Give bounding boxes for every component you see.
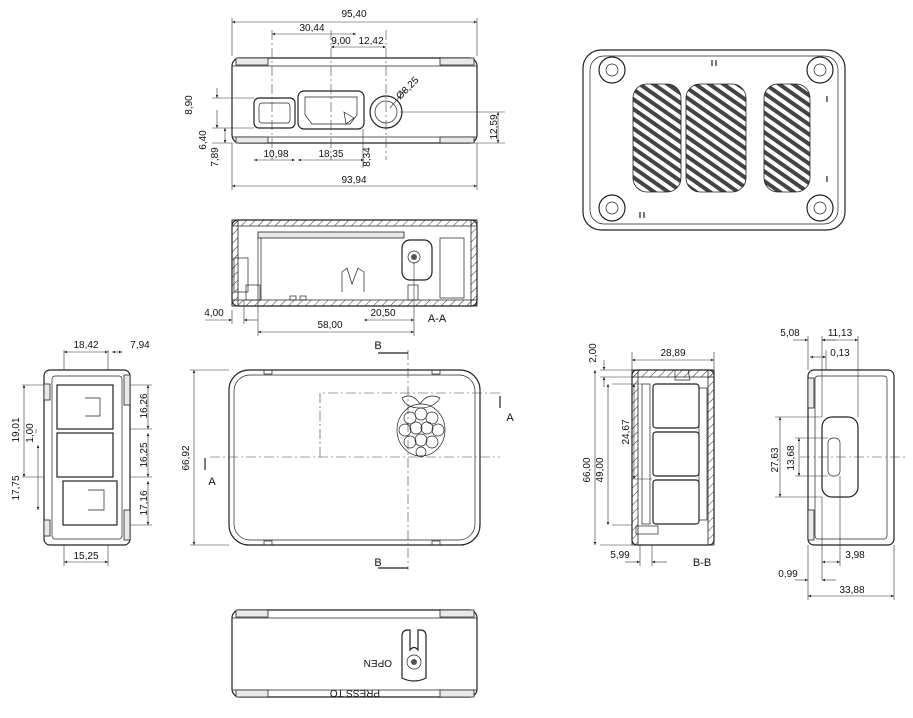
dim-19-01: 19,01: [11, 417, 22, 442]
foot-bottom-right: [806, 194, 834, 222]
bottom-outline: [582, 49, 846, 231]
dim-20-50: 20,50: [370, 308, 395, 319]
dim-27-63: 27,63: [770, 447, 781, 472]
dim-24-67: 24,67: [621, 419, 632, 444]
ethernet-port: [62, 480, 118, 526]
dim-28-89: 28,89: [660, 348, 685, 359]
bottom-view: [582, 49, 846, 231]
dim-66-00: 66,00: [582, 457, 593, 482]
left-outline: [43, 369, 131, 546]
front-outline: [231, 57, 478, 144]
foot-bottom-left: [598, 194, 626, 222]
bb-outline: [631, 369, 715, 546]
dim-4-00: 4,00: [204, 308, 224, 319]
usb-port-top: [56, 384, 114, 430]
dim-49-00: 49,00: [595, 457, 606, 482]
bb-ethernet: [652, 479, 700, 525]
dim-18-35: 18,35: [318, 149, 343, 160]
section-mark-b-bottom: B: [374, 557, 381, 569]
usb-port-middle: [56, 432, 114, 478]
right-side-view: [775, 336, 905, 600]
release-tab: [401, 629, 427, 682]
front-view: [212, 18, 505, 190]
dim-5-99: 5,99: [610, 550, 630, 561]
dim-6-40: 6,40: [198, 130, 209, 150]
bb-usb-middle: [652, 431, 700, 477]
dim-15-25: 15,25: [73, 551, 98, 562]
dim-93-94: 93,94: [341, 175, 366, 186]
section-mark-b-top: B: [374, 340, 381, 352]
dim-12-42: 12,42: [358, 36, 383, 47]
foot-top-right: [806, 56, 834, 84]
bb-usb-top: [652, 383, 700, 429]
micro-usb-port: [253, 97, 296, 129]
section-a-a: [205, 219, 478, 336]
foot-top-left: [598, 56, 626, 84]
section-label-bb: B-B: [693, 557, 711, 569]
left-side-view: [22, 350, 152, 566]
dim-12-59: 12,59: [489, 114, 500, 139]
dim-top-width: 95,40: [341, 9, 366, 20]
dim-17-75: 17,75: [11, 475, 22, 500]
dim-2-00: 2,00: [588, 343, 599, 363]
dim-3-98: 3,98: [845, 550, 865, 561]
vent-grille-right: [763, 83, 811, 193]
rear-outline: [231, 609, 478, 698]
dim-13-68: 13,68: [786, 445, 797, 470]
dim-8-34: 8,34: [362, 147, 373, 167]
section-b-b: [593, 352, 715, 566]
dim-66-92: 66,92: [181, 445, 192, 470]
raspberry-logo: [396, 395, 446, 458]
dim-16-26: 16,26: [139, 393, 150, 418]
section-label-aa: A-A: [428, 313, 447, 325]
dim-1-00: 1,00: [25, 423, 36, 443]
section-mark-a-left: A: [208, 476, 216, 488]
press-to-label: PRESS TO: [330, 687, 380, 698]
dim-0-13: 0,13: [830, 348, 850, 359]
lid-top-view: [190, 350, 501, 570]
dim-10-98: 10,98: [263, 149, 288, 160]
dim-8-90: 8,90: [184, 95, 195, 115]
open-label: OPEN: [364, 657, 392, 668]
vent-grille-left: [632, 83, 682, 193]
right-outline: [807, 369, 895, 546]
dim-5-08: 5,08: [780, 328, 800, 339]
dim-7-89: 7,89: [210, 147, 221, 167]
dim-58-00: 58,00: [317, 320, 342, 331]
dim-7-94: 7,94: [130, 340, 150, 351]
dim-30-44: 30,44: [299, 23, 324, 34]
dim-16-25: 16,25: [139, 442, 150, 467]
dim-18-42: 18,42: [73, 340, 98, 351]
dim-0-99: 0,99: [778, 569, 798, 580]
dim-17-16: 17,16: [139, 490, 150, 515]
dim-33-88: 33,88: [839, 585, 864, 596]
dim-9-00: 9,00: [331, 36, 351, 47]
lid-outline: [228, 369, 481, 546]
section-mark-a-right: A: [506, 412, 514, 424]
dim-diameter-8-25: Ø8,25: [394, 75, 421, 102]
dim-11-13: 11,13: [828, 328, 853, 339]
rear-view: [231, 609, 478, 698]
vent-grille-middle: [685, 83, 747, 193]
